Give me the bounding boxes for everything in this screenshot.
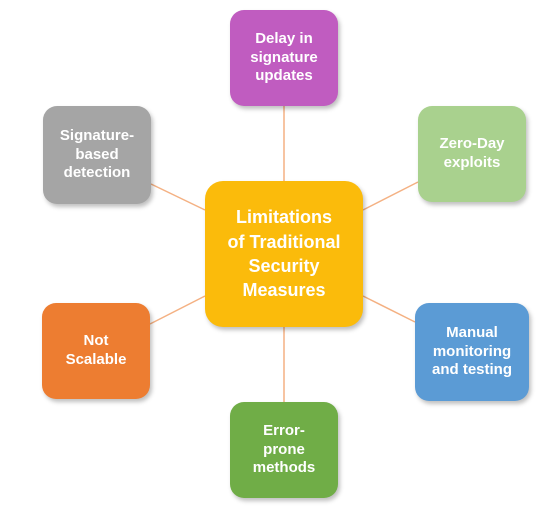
node-signature-line-1: Signature- [59,126,135,144]
node-error-prone-methods: Error- prone methods [230,402,338,498]
connector-botleft [149,295,206,325]
center-line-1: Limitations [235,207,332,228]
center-line-3: Security [248,256,320,276]
central-node: Limitations of Traditional Security Meas… [205,181,363,327]
node-manual-line-1: Manual [446,323,498,341]
node-delay-line-2: signature [250,48,318,66]
node-signature-line-3: detection [63,164,131,182]
node-delay-line-3: updates [255,67,313,85]
connector-topright [362,181,419,211]
node-not-scalable: Not Scalable [42,303,150,399]
connector-topleft [150,183,206,211]
node-zero-day-line-1: Zero-Day [439,135,505,153]
center-line-4: Measures [242,280,326,301]
center-line-2: of Traditional [227,231,341,252]
node-manual-line-2: monitoring [432,342,512,360]
node-signature-based-detection: Signature- based detection [43,106,151,204]
node-error-line-1: Error- [263,421,305,439]
node-delay-in-signature-updates: Delay in signature updates [230,10,338,106]
connector-botright [362,295,416,323]
node-manual-line-3: and testing [431,361,512,379]
node-not-scalable-line-1: Not [83,332,109,350]
node-error-line-2: prone [263,440,305,458]
node-zero-day-exploits: Zero-Day exploits [418,106,526,202]
node-manual-monitoring: Manual monitoring and testing [415,303,529,401]
node-delay-line-1: Delay in [255,29,313,47]
node-not-scalable-line-2: Scalable [65,351,127,368]
node-error-line-3: methods [252,459,316,477]
node-signature-line-2: based [75,145,119,163]
node-zero-day-line-2: exploits [443,154,501,171]
